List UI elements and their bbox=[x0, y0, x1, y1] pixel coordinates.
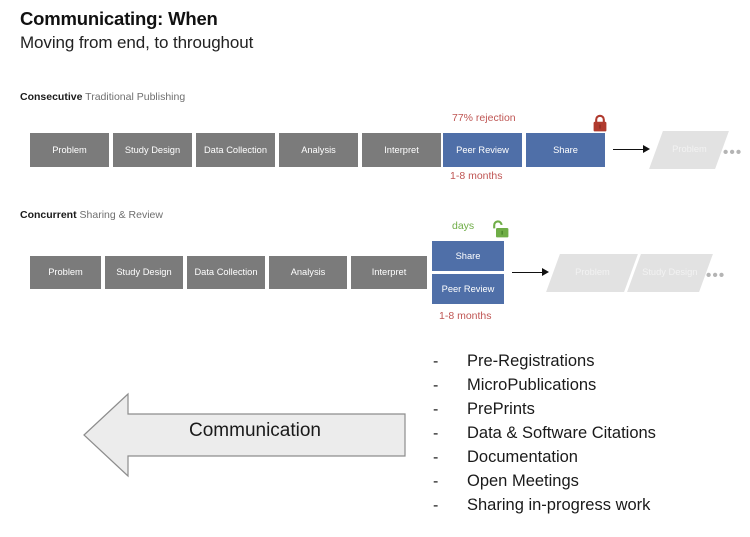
bullet-dash: - bbox=[433, 353, 439, 370]
stage-problem-row1[interactable]: Problem bbox=[30, 133, 109, 167]
stage-data-collection-row1[interactable]: Data Collection bbox=[196, 133, 275, 167]
bullet-dash: - bbox=[433, 449, 439, 466]
open-lock-icon bbox=[492, 220, 510, 239]
stage-peer-review-row2[interactable]: Peer Review bbox=[432, 274, 504, 304]
page-subtitle: Moving from end, to throughout bbox=[20, 33, 254, 52]
caption-rest-consecutive: Traditional Publishing bbox=[85, 91, 186, 103]
ellipsis-row1: ••• bbox=[723, 144, 743, 161]
stage-analysis-row1[interactable]: Analysis bbox=[279, 133, 358, 167]
future-stage-problem-row1[interactable]: Problem bbox=[649, 131, 729, 169]
future-stage-study-design-row2[interactable]: Study Design bbox=[627, 254, 713, 292]
list-item-label: Pre-Registrations bbox=[467, 352, 595, 370]
stage-interpret-row2[interactable]: Interpret bbox=[351, 256, 427, 289]
list-item[interactable]: - Data & Software Citations bbox=[433, 424, 656, 448]
bullet-dash: - bbox=[433, 473, 439, 490]
list-item-label: Sharing in-progress work bbox=[467, 496, 651, 514]
stage-data-collection-row2[interactable]: Data Collection bbox=[187, 256, 265, 289]
future-stage-problem-row2[interactable]: Problem bbox=[546, 254, 638, 292]
annotation-duration-row1: 1-8 months bbox=[450, 170, 503, 182]
caption-strong-concurrent: Concurrent bbox=[20, 209, 77, 221]
flow-arrow-head-row1 bbox=[643, 145, 650, 153]
list-item-label: PrePrints bbox=[467, 400, 535, 418]
communication-label: Communication bbox=[189, 420, 321, 441]
list-item-label: Data & Software Citations bbox=[467, 424, 656, 442]
ellipsis-row2: ••• bbox=[706, 267, 726, 284]
list-item[interactable]: - Sharing in-progress work bbox=[433, 496, 656, 520]
list-item-label: Documentation bbox=[467, 448, 578, 466]
list-item[interactable]: - Pre-Registrations bbox=[433, 352, 656, 376]
bullet-dash: - bbox=[433, 401, 439, 418]
practices-list: - Pre-Registrations - MicroPublications … bbox=[433, 352, 656, 520]
caption-strong-consecutive: Consecutive bbox=[20, 91, 83, 103]
stage-interpret-row1[interactable]: Interpret bbox=[362, 133, 441, 167]
list-item[interactable]: - MicroPublications bbox=[433, 376, 656, 400]
stage-study-design-row1[interactable]: Study Design bbox=[113, 133, 192, 167]
flow-arrow-head-row2 bbox=[542, 268, 549, 276]
stage-analysis-row2[interactable]: Analysis bbox=[269, 256, 347, 289]
list-item[interactable]: - Open Meetings bbox=[433, 472, 656, 496]
annotation-days: days bbox=[452, 220, 475, 232]
page-title: Communicating: When bbox=[20, 8, 218, 29]
list-item[interactable]: - PrePrints bbox=[433, 400, 656, 424]
section-caption-consecutive: Consecutive Traditional Publishing bbox=[20, 91, 185, 103]
future-stage-label: Problem bbox=[671, 144, 707, 155]
list-item-label: MicroPublications bbox=[467, 376, 597, 394]
bullet-dash: - bbox=[433, 377, 439, 394]
list-item[interactable]: - Documentation bbox=[433, 448, 656, 472]
bullet-dash: - bbox=[433, 497, 439, 514]
flow-arrow-line-row2 bbox=[512, 272, 545, 274]
future-stage-label: Study Design bbox=[642, 267, 698, 278]
stage-share-row2[interactable]: Share bbox=[432, 241, 504, 271]
future-stage-label: Problem bbox=[574, 267, 610, 278]
flow-arrow-line-row1 bbox=[613, 149, 646, 151]
communication-arrow[interactable] bbox=[82, 392, 407, 478]
annotation-duration-row2: 1-8 months bbox=[439, 310, 492, 322]
stage-problem-row2[interactable]: Problem bbox=[30, 256, 101, 289]
stage-share-row1[interactable]: Share bbox=[526, 133, 605, 167]
bullet-dash: - bbox=[433, 425, 439, 442]
stage-peer-review-row1[interactable]: Peer Review bbox=[443, 133, 522, 167]
stage-study-design-row2[interactable]: Study Design bbox=[105, 256, 183, 289]
closed-lock-icon bbox=[591, 114, 609, 133]
section-caption-concurrent: Concurrent Sharing & Review bbox=[20, 209, 163, 221]
caption-rest-concurrent: Sharing & Review bbox=[79, 209, 163, 221]
annotation-rejection-rate: 77% rejection bbox=[452, 112, 516, 124]
list-item-label: Open Meetings bbox=[467, 472, 579, 490]
